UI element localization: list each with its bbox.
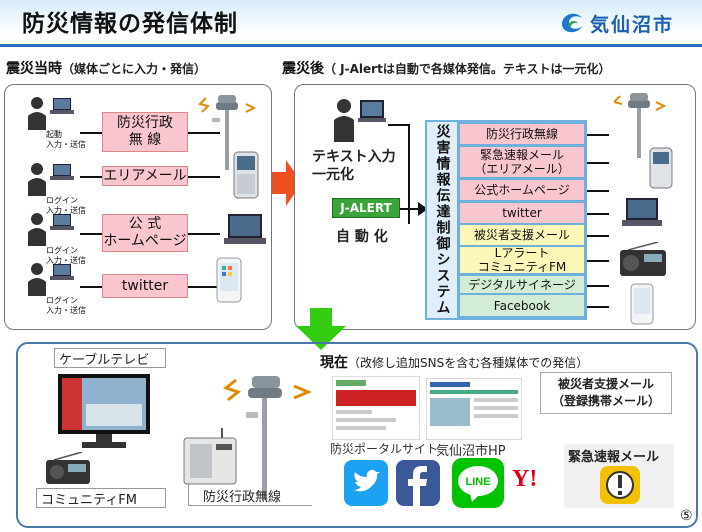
dispatch-arrow-line <box>587 235 609 237</box>
line-icon: LINE <box>452 458 504 508</box>
output-arrow-line <box>188 132 220 134</box>
before-subtitle: （媒体ごとに入力・発信） <box>62 62 207 76</box>
now-title: 現在 <box>320 355 348 371</box>
header-bar <box>0 0 702 44</box>
yahoo-logo: Y! <box>512 466 538 492</box>
after-section-title: 震災後（ J-Alertは自動で各媒体発信。テキストは一元化） <box>282 58 610 78</box>
dispatch-arrow-line <box>587 305 609 308</box>
operator-caption: ログイン 入力・送信 <box>46 246 86 265</box>
operator-caption: ログイン 入力・送信 <box>46 296 86 315</box>
speaker-tower-icon <box>222 376 312 500</box>
svg-text:LINE: LINE <box>465 476 490 488</box>
television-icon <box>58 374 150 448</box>
dispatch-channel-item: 緊急速報メール （エリアメール） <box>460 147 584 177</box>
before-title: 震災当時 <box>6 61 62 77</box>
dispatch-arrow-line <box>587 213 609 215</box>
header-divider <box>0 44 702 47</box>
portal-site-label: 防災ポータルサイト <box>330 442 439 456</box>
city-hp-screenshot <box>426 378 522 440</box>
person-icon <box>28 97 46 130</box>
laptop-icon <box>622 198 662 226</box>
laptop-icon <box>50 164 74 180</box>
receiver-icon <box>183 428 237 485</box>
city-logo-text: 気仙沼市 <box>590 14 675 36</box>
operator-caption: ログイン 入力・送信 <box>46 196 86 215</box>
feature-phone-icon <box>649 147 673 189</box>
feature-phone-icon <box>233 151 259 199</box>
city-hp-label: 気仙沼市HP <box>436 444 506 459</box>
output-arrow-line <box>188 233 220 235</box>
now-panel <box>16 342 698 528</box>
laptop-icon <box>50 214 74 230</box>
facebook-icon <box>396 460 440 506</box>
output-arrow-line <box>188 176 220 178</box>
now-section-title: 現在（改修し追加SNSを含む各種媒体での発信） <box>320 352 588 372</box>
city-logo: 気仙沼市 <box>558 8 698 38</box>
input-arrow-line <box>80 132 102 134</box>
dispatch-arrow-line <box>587 190 609 192</box>
after-subtitle: （ J-Alertは自動で各媒体発信。テキストは一元化） <box>324 62 611 76</box>
j-alert-box: J-ALERT <box>332 198 400 218</box>
channel-box: エリアメール <box>102 166 188 186</box>
operator-pc-icon <box>334 99 386 142</box>
dispatch-arrow-line <box>587 134 609 136</box>
emergency-mail-label: 緊急速報メール <box>568 450 660 465</box>
channel-box: 防災行政 無 線 <box>102 112 188 152</box>
speaker-tower-icon <box>198 95 257 170</box>
input-arrow-line <box>80 176 102 178</box>
community-fm-label: コミュニティFM <box>36 488 166 508</box>
channel-box: 公 式 ホームページ <box>102 214 188 252</box>
transition-arrow-icon <box>272 160 302 206</box>
city-logo-icon <box>562 13 582 33</box>
laptop-icon <box>50 264 74 280</box>
radio-system-label: 防災行政無線 <box>188 484 312 506</box>
support-mail-box: 被災者支援メール （登録携帯メール） <box>540 372 672 414</box>
dispatch-channel-item: Lアラート コミュニティFM <box>460 246 584 274</box>
laptop-icon <box>50 98 74 114</box>
twitter-icon <box>344 460 388 506</box>
dispatch-channel-item: デジタルサイネージ <box>460 276 584 293</box>
text-input-unified-label: テキスト入力 一元化 <box>312 149 396 183</box>
page-title: 防災情報の発信体制 <box>22 11 238 37</box>
input-arrow-line <box>80 233 102 235</box>
dispatch-arrow-line <box>587 162 609 164</box>
dispatch-channel-item: Facebook <box>460 295 584 316</box>
smartphone-icon <box>630 283 654 325</box>
arrowhead-icon <box>418 202 428 216</box>
person-icon <box>28 213 46 246</box>
person-icon <box>28 163 46 196</box>
dispatch-channel-item: 被災者支援メール <box>460 225 584 245</box>
dispatch-channel-item: 公式ホームページ <box>460 180 584 200</box>
down-arrow-icon <box>296 308 346 350</box>
operator-caption: 起動 入力・送信 <box>46 130 86 149</box>
operator-connector-vertical <box>408 124 410 224</box>
laptop-icon <box>224 214 266 244</box>
radio-icon <box>620 242 666 276</box>
dispatch-channel-item: twitter <box>460 203 584 223</box>
automation-label: 自 動 化 <box>336 229 388 245</box>
person-icon <box>28 263 46 296</box>
jalert-connector-line <box>400 208 425 210</box>
smartphone-icon <box>216 257 242 303</box>
portal-site-screenshot <box>332 376 420 440</box>
after-title: 震災後 <box>282 61 324 77</box>
dispatch-arrow-line <box>587 284 609 287</box>
page-number: ⑤ <box>680 508 693 524</box>
dispatch-arrow-line <box>587 260 609 262</box>
now-subtitle: （改修し追加SNSを含む各種媒体での発信） <box>348 356 589 370</box>
dispatch-channel-item: 防災行政無線 <box>460 124 584 144</box>
warning-icon <box>600 466 640 504</box>
cable-tv-label: ケーブルテレビ <box>54 348 166 368</box>
channel-box: twitter <box>102 274 188 298</box>
speaker-tower-icon <box>614 93 666 158</box>
radio-icon <box>46 452 90 484</box>
emergency-mail-box: 緊急速報メール <box>564 444 674 508</box>
before-section-title: 震災当時（媒体ごとに入力・発信） <box>6 58 206 78</box>
input-arrow-line <box>80 286 102 288</box>
operator-connector-line <box>388 124 410 126</box>
dispatch-system-label: 災害情報伝達制御システム <box>427 122 457 318</box>
output-arrow-line <box>188 286 220 288</box>
